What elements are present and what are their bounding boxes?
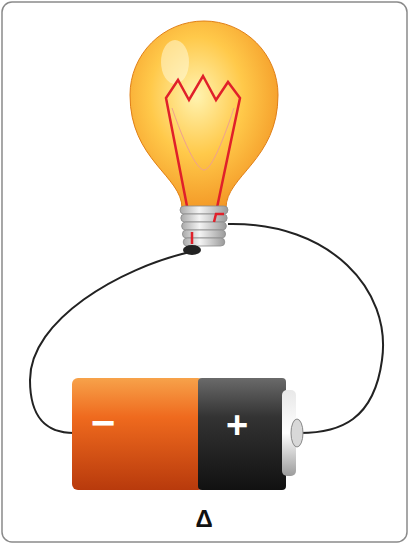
glass-highlight <box>161 40 189 84</box>
battery-negative-body <box>72 378 204 490</box>
bulb-base <box>180 206 228 252</box>
screw-thread <box>182 230 225 238</box>
battery-terminal <box>291 419 303 447</box>
bulb-tip <box>183 245 201 255</box>
filament <box>166 76 240 232</box>
terminal-sign: + <box>226 406 248 444</box>
bulb-glass <box>130 21 278 208</box>
terminal-sign: − <box>91 402 116 444</box>
screw-thread <box>183 238 225 246</box>
figure-label: Δ <box>195 507 212 531</box>
battery-positive-body <box>198 378 286 490</box>
filament-support <box>172 108 234 170</box>
screw-thread <box>182 222 227 230</box>
filament-lead <box>192 214 224 244</box>
